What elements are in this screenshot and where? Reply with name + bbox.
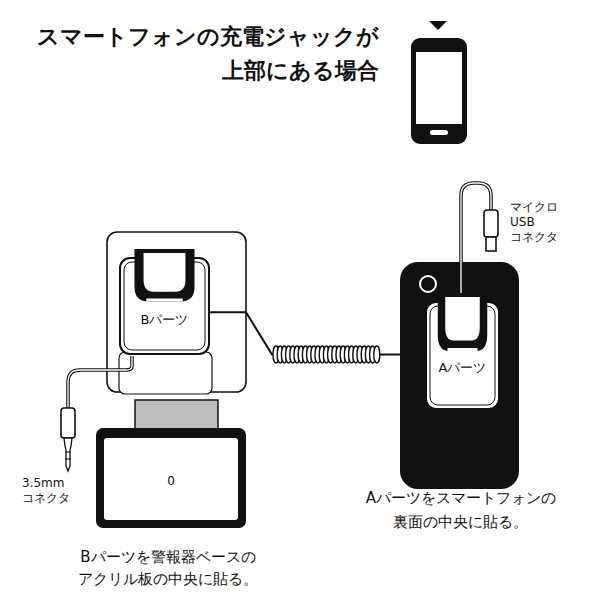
- cradle-slot: [146, 299, 182, 302]
- cradle-inner: [144, 253, 186, 292]
- alarm-base: [96, 428, 246, 528]
- audio-cable-core: [68, 356, 132, 410]
- coil-loop: [374, 346, 380, 363]
- indicator-digit: 0: [167, 474, 175, 489]
- phone-icon: [411, 38, 467, 144]
- caption: Aパーツをスマートフォンの 裏面の中央に貼る。: [366, 486, 556, 534]
- phone-icon-screen: [416, 52, 462, 124]
- coil-windings: [273, 346, 380, 363]
- connector-label: 3.5mm コネクタ: [22, 476, 70, 506]
- cradle-cup: [134, 249, 194, 302]
- audio-connector: [61, 408, 75, 438]
- smartphone-back: [400, 262, 519, 489]
- part-outline: [119, 248, 210, 355]
- part-label: Aパーツ: [425, 360, 500, 376]
- plug-ring: [65, 459, 71, 460]
- adhesive-part: Bパーツ: [119, 248, 210, 355]
- micro-usb-plug: [486, 237, 496, 251]
- micro-usb-connector: [484, 210, 498, 237]
- marker-triangle: [429, 21, 447, 30]
- title: スマートフォンの充電ジャックが 上部にある場合: [37, 20, 379, 88]
- part-outline: [425, 292, 500, 410]
- cradle-inner: [445, 297, 480, 340]
- base-neck: [135, 400, 218, 432]
- alarm-base-face: [104, 438, 238, 520]
- cradle-slot: [448, 348, 478, 351]
- connector-label: マイクロ USB コネクタ: [510, 200, 558, 245]
- audio-cable: [68, 356, 132, 410]
- audio-plug: [64, 438, 72, 471]
- adhesive-part: Aパーツ: [425, 292, 500, 410]
- camera-lens: [420, 276, 436, 292]
- plug-ring: [65, 452, 71, 453]
- cradle-cup: [438, 293, 488, 351]
- part-label: Bパーツ: [119, 312, 210, 328]
- phone-icon-button: [430, 130, 448, 135]
- caption: Bパーツを警報器ベースの アクリル板の中央に貼る。: [78, 546, 258, 590]
